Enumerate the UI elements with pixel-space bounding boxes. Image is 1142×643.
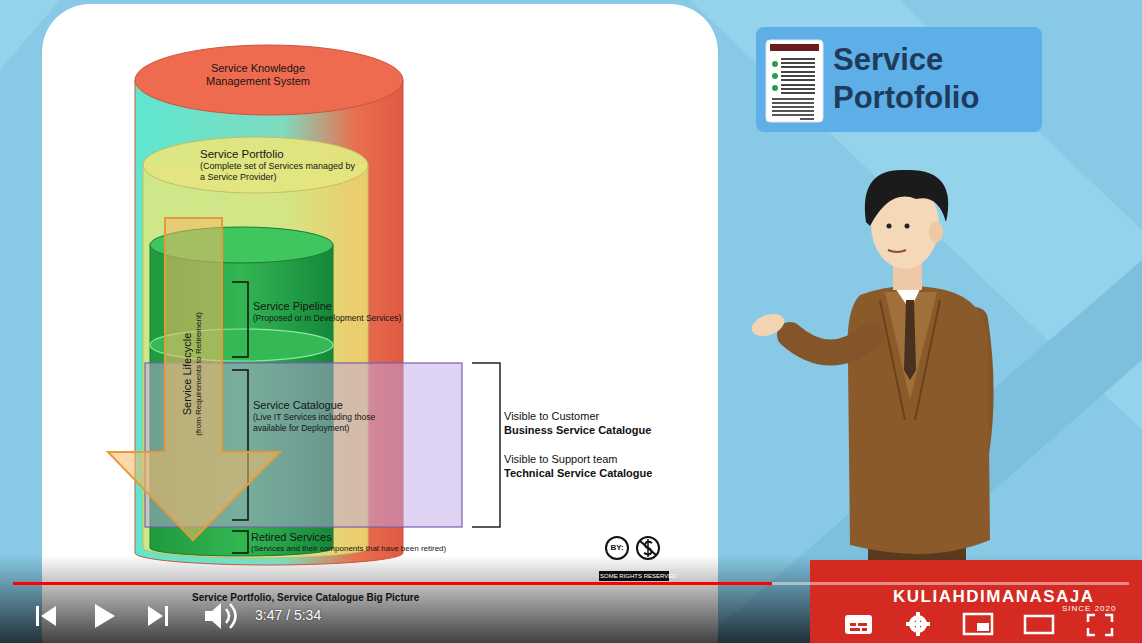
pipeline-bracket [232, 282, 248, 357]
title-card: Service Portofolio [756, 27, 1042, 132]
lifecycle-arrow [108, 218, 280, 540]
node-heading: Service Pipeline [253, 300, 401, 313]
retired-bracket [232, 531, 248, 553]
channel-watermark: KULIAHDIMANASAJA [893, 587, 1095, 606]
white-panel [42, 4, 718, 643]
channel-banner [810, 560, 1142, 643]
player-shade [0, 555, 1142, 643]
node-body: (Services and their components that have… [251, 544, 446, 554]
license-note: SOME RIGHTS RESERVED [600, 572, 677, 580]
node-body: (Live IT Services including those availa… [253, 412, 389, 434]
diagram-caption: Service Portfolio, Service Catalogue Big… [192, 592, 419, 604]
catalogue-name: Business Service Catalogue [504, 424, 651, 437]
node-heading: Service Portofolio [833, 41, 1033, 117]
progress-played [13, 582, 772, 585]
document-icon [766, 40, 823, 122]
visibility-note: Visible to Support team [504, 453, 618, 466]
rotated-label: Service Lifecycle(from Requirements to R… [181, 264, 207, 484]
node-heading: Service Portfolio [200, 148, 284, 161]
time-readout: 3:47 / 5:34 [255, 607, 321, 624]
catalogue-band: Service Catalogue(Live IT Services inclu… [253, 399, 389, 434]
catalogue-name: Technical Service Catalogue [504, 467, 652, 480]
node-heading: Retired Services [251, 531, 446, 544]
lifecycle-arrow-node: Service Lifecycle(from Requirements to R… [108, 218, 280, 540]
progress-track [13, 582, 1129, 585]
visibility-bracket [472, 363, 500, 527]
license-mark: BY: [606, 543, 628, 553]
node-outline [766, 40, 823, 122]
node-body: (Proposed or in Development Services) [253, 313, 401, 324]
node-heading: Service Lifecycle [181, 264, 194, 484]
player-controls [36, 603, 1112, 636]
pipeline-band: Service Pipeline(Proposed or in Developm… [253, 300, 401, 324]
node-heading: Service Catalogue [253, 399, 389, 412]
node-body: (from Requirements to Retirement) [194, 264, 204, 484]
visibility-note: Visible to Customer [504, 410, 599, 423]
retired-band: Retired Services(Services and their comp… [251, 531, 446, 554]
channel-since: SINCE 2020 [1062, 604, 1116, 613]
node-heading: Service Knowledge Management System [199, 62, 317, 88]
node-body: (Complete set of Services managed by a S… [200, 161, 362, 183]
